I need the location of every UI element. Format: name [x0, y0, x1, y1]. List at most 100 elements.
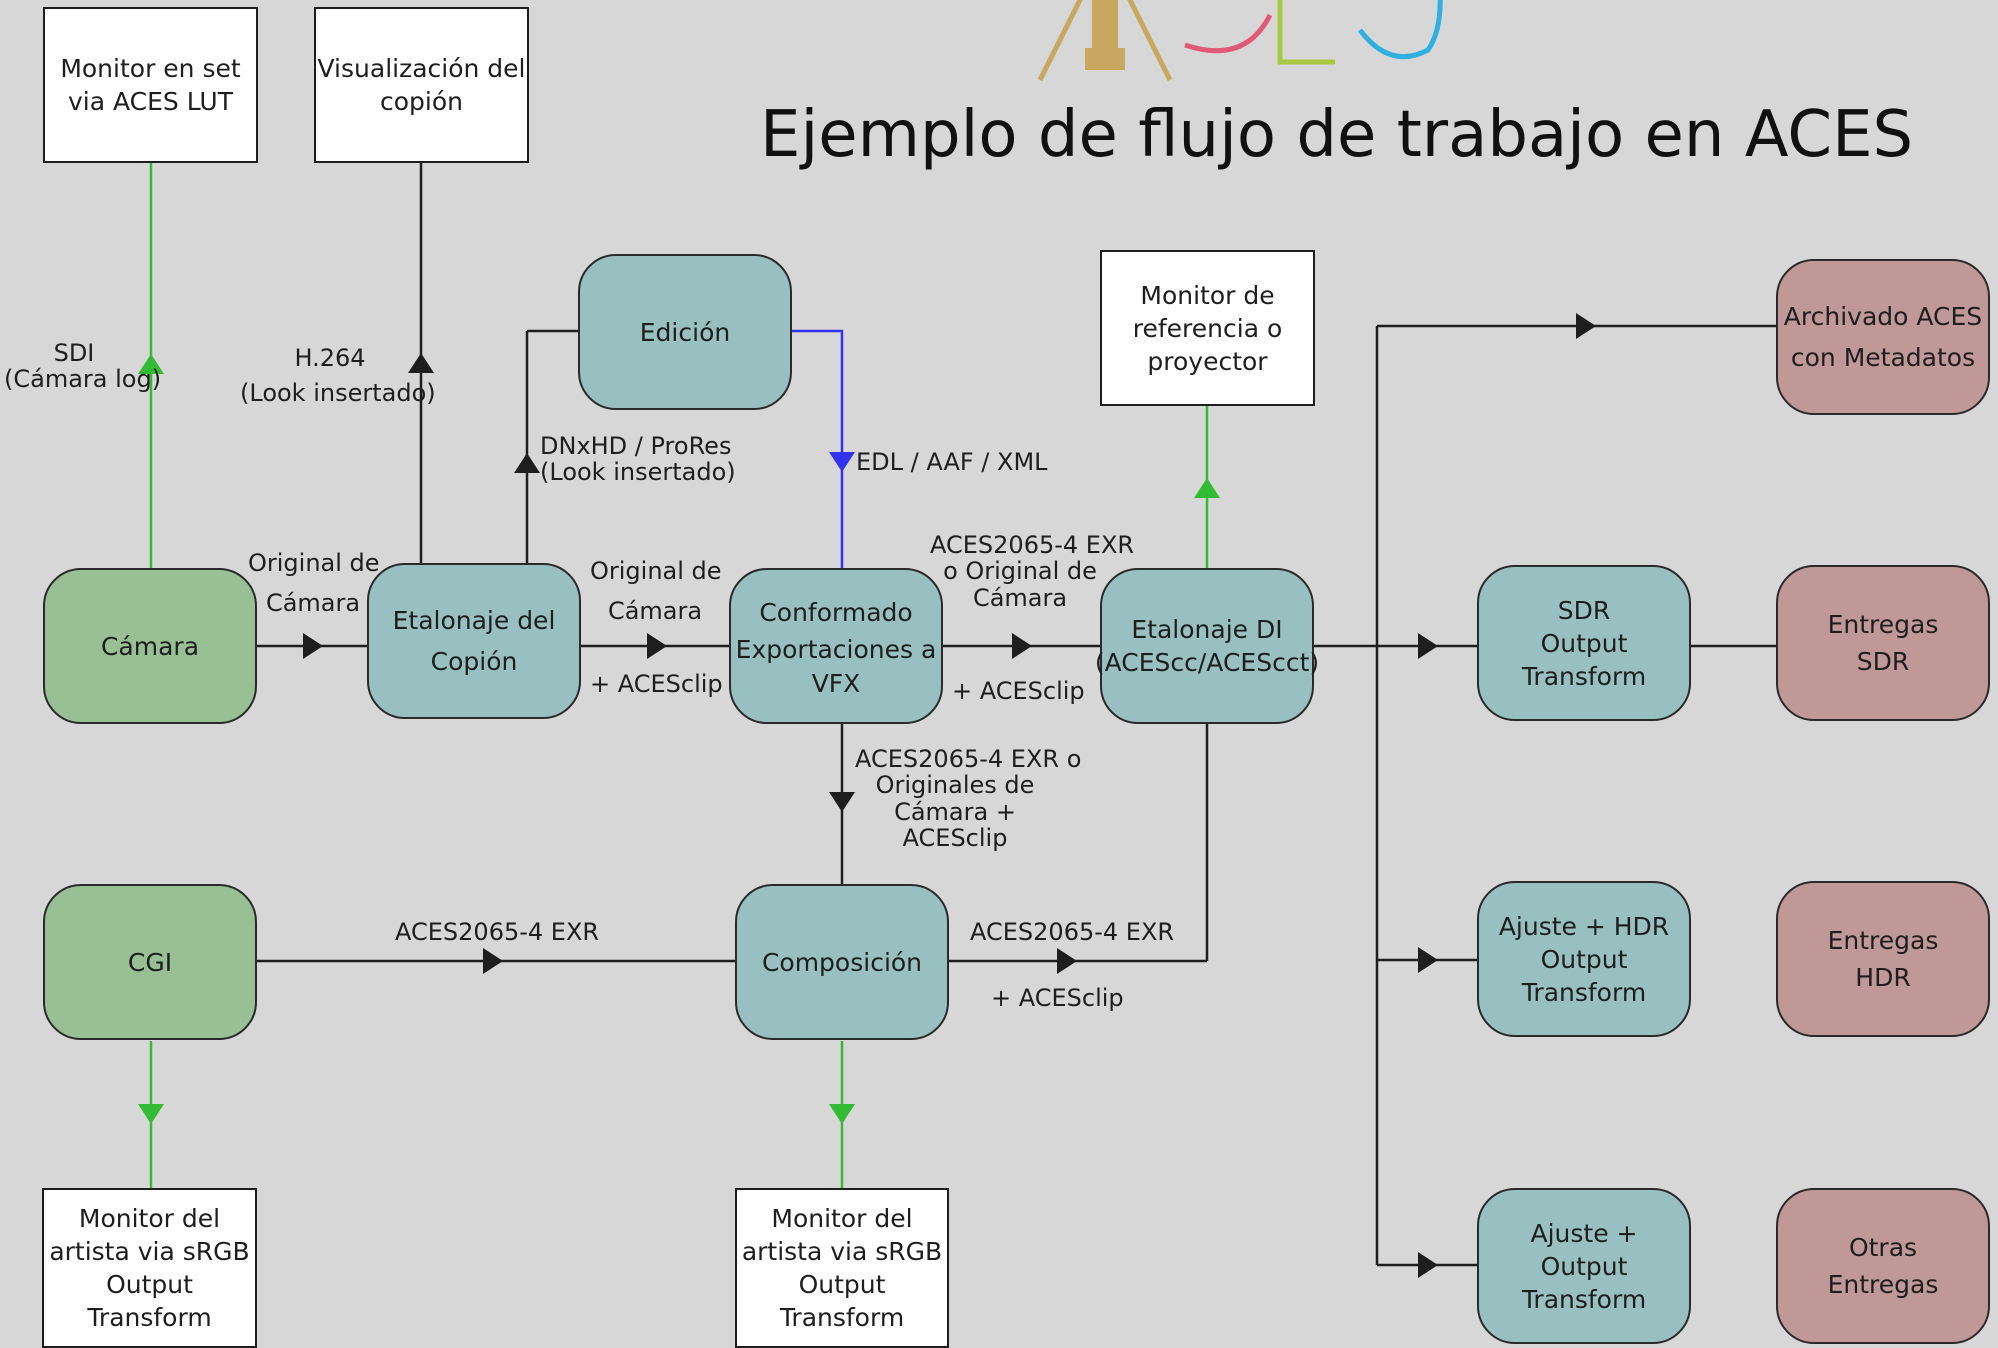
edge-text-line: o Original de	[943, 557, 1097, 586]
node-text-line: Entregas	[1827, 609, 1939, 639]
editing-node: Edición	[578, 254, 792, 410]
node-text-line: Monitor del	[771, 1204, 913, 1233]
node-text-line: Monitor del	[78, 1204, 221, 1233]
node-text-line: Transform	[779, 1303, 905, 1332]
compositing-node: Composición	[735, 884, 949, 1040]
archive-node: Archivado ACES con Metadatos	[1776, 259, 1990, 415]
comp-exr-label: ACES2065-4 EXR	[970, 918, 1175, 946]
di-grading-node: Etalonaje DI (ACEScc/ACEScct)	[1095, 568, 1319, 724]
node-text-line: SDR	[1557, 595, 1611, 625]
other-deliverables-node: Otras Entregas	[1776, 1188, 1990, 1344]
node-text-line: Output	[798, 1270, 886, 1299]
edge-text-line: Originales de	[875, 771, 1035, 800]
hdr-output-transform-node: Ajuste + HDR Output Transform	[1477, 881, 1691, 1037]
sdr-deliverables-node: Entregas SDR	[1776, 565, 1990, 721]
acesclip-label-2: + ACESclip	[952, 677, 1085, 705]
camera-node: Cámara	[43, 568, 257, 724]
sdr-output-transform-node: SDR Output Transform	[1477, 565, 1691, 721]
node-text-line: Visualización del	[317, 54, 526, 83]
conform-node: Conformado Exportaciones a VFX	[729, 568, 943, 724]
monitor-set-box: Monitor en set via ACES LUT	[43, 7, 258, 163]
sdi-label: SDI (Cámara log)	[4, 339, 162, 394]
node-text-line: Ajuste +	[1530, 1218, 1638, 1248]
node-text-line: Output Transform	[1521, 628, 1647, 691]
aces-exr-or-camera-originals-label: ACES2065-4 EXR o Originales de Cámara + …	[855, 745, 1082, 853]
node-text-line: referencia o	[1132, 313, 1283, 343]
cgi-artist-monitor-box: Monitor del artista via sRGB Output Tran…	[42, 1188, 257, 1348]
edge-text-line: Cámara	[265, 588, 361, 617]
dailies-grading-node: Etalonaje del Copión	[367, 563, 581, 719]
node-text-line: Output Transform	[1521, 944, 1647, 1007]
edge-text-line: ACES2065-4 EXR	[970, 918, 1175, 946]
h264-label: H.264 (Look insertado)	[240, 341, 436, 411]
node-text-line: CGI	[127, 947, 173, 977]
aces-logo	[1037, 0, 1443, 82]
node-text-line: artista via sRGB	[49, 1237, 250, 1266]
aces-exr-or-camera-original-label: ACES2065-4 EXR o Original de Cámara	[930, 531, 1135, 612]
acesclip-label-1: + ACESclip	[590, 670, 723, 698]
node-text-line: proyector	[1147, 346, 1268, 376]
edge-text-line: H.264	[294, 344, 366, 372]
edge-text-line: Original de	[590, 557, 722, 585]
comp-artist-monitor-box: Monitor del artista via sRGB Output Tran…	[735, 1188, 949, 1348]
black-arrowheads	[303, 313, 1596, 1278]
edge-text-line: Cámara +	[894, 797, 1016, 826]
node-text-line: artista via sRGB	[741, 1237, 943, 1266]
edge-text-line: Cámara	[607, 596, 703, 625]
edge-text-line: Original de	[248, 549, 380, 577]
node-text-line: Cámara	[100, 631, 200, 661]
edge-text-line: ACES2065-4 EXR	[930, 531, 1135, 559]
trim-output-transform-node: Ajuste + Output Transform	[1477, 1188, 1691, 1344]
page-title: Ejemplo de flujo de trabajo en ACES	[760, 98, 1914, 172]
node-text-line: Etalonaje del	[392, 605, 556, 635]
camera-original-label: Original de Cámara	[248, 544, 380, 623]
copion-viewer-box: Visualización del copión	[314, 7, 529, 163]
hdr-deliverables-node: Entregas HDR	[1776, 881, 1990, 1037]
node-text-line: Entregas	[1827, 925, 1939, 955]
reference-monitor-box: Monitor de referencia o proyector	[1100, 250, 1315, 406]
edge-text-line: Cámara	[972, 583, 1068, 612]
edge-text-line: DNxHD / ProRes	[540, 432, 732, 460]
edge-text-line: ACES2065-4 EXR o	[855, 745, 1082, 773]
edge-text-line: (Cámara log)	[4, 365, 162, 394]
node-text-line: Monitor en set	[60, 54, 241, 83]
green-arrowheads	[138, 354, 1220, 1124]
node-text-line: Conformado	[759, 597, 913, 627]
blue-arrowhead	[829, 452, 855, 472]
edl-aaf-xml-label: EDL / AAF / XML	[856, 448, 1048, 476]
blue-link	[792, 329, 844, 568]
node-text-line: Output	[106, 1270, 193, 1299]
edge-text-line: EDL / AAF / XML	[856, 448, 1048, 476]
edge-text-line: (Look insertado)	[240, 378, 436, 407]
acesclip-label-3: + ACESclip	[991, 984, 1124, 1012]
camera-original-label-2: Original de Cámara	[590, 552, 722, 631]
node-text-line: Output Transform	[1521, 1251, 1647, 1314]
edge-text-line: + ACESclip	[991, 984, 1124, 1012]
edge-text-line: SDI	[53, 339, 95, 367]
edge-text-line: (Look insertado)	[540, 458, 736, 487]
node-text-line: Entregas	[1827, 1270, 1939, 1299]
node-text-line: Transform	[87, 1303, 212, 1332]
edge-text-line: + ACESclip	[952, 677, 1085, 705]
node-text-line: con Metadatos	[1790, 343, 1976, 372]
node-text-line: Ajuste + HDR	[1498, 911, 1670, 941]
node-text-line: Edición	[639, 317, 731, 347]
node-text-line: Monitor de	[1140, 280, 1275, 310]
node-text-line: SDR	[1856, 647, 1910, 676]
cgi-exr-label: ACES2065-4 EXR	[395, 918, 600, 946]
dnxhd-prores-label: DNxHD / ProRes (Look insertado)	[540, 432, 736, 487]
node-text-line: Etalonaje DI	[1131, 615, 1283, 644]
node-text-line: copión	[380, 87, 463, 116]
edge-text-line: + ACESclip	[590, 670, 723, 698]
node-text-line: HDR	[1855, 963, 1911, 992]
node-text-line: via ACES LUT	[68, 87, 233, 116]
edge-text-line: ACESclip	[902, 824, 1008, 853]
node-text-line: Archivado ACES	[1783, 301, 1983, 331]
cgi-node: CGI	[43, 884, 257, 1040]
node-text-line: Copión	[430, 647, 518, 676]
node-text-line: VFX	[811, 668, 861, 698]
node-text-line: Composición	[761, 947, 923, 977]
edge-text-line: ACES2065-4 EXR	[395, 918, 600, 946]
node-text-line: Exportaciones a	[735, 635, 937, 664]
